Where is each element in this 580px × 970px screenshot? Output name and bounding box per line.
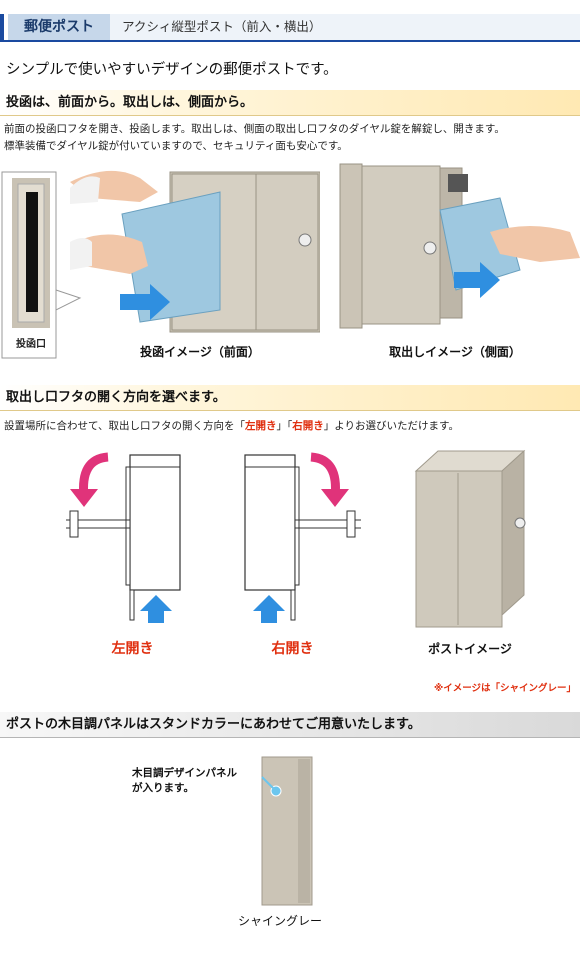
section1-text-line2: 標準装備でダイヤル錠が付いていますので、セキュリティ面も安心です。 bbox=[4, 140, 348, 152]
caption-front-insert: 投函イメージ（前面） bbox=[140, 345, 260, 359]
section2-text-prefix: 設置場所に合わせて、取出し口フタの開く方向を「 bbox=[4, 420, 245, 432]
section2-text: 設置場所に合わせて、取出し口フタの開く方向を「左開き」「右開き」よりお選びいただ… bbox=[4, 418, 459, 435]
insert-slot-detail-image bbox=[1, 171, 82, 359]
section-title-insert-retrieve: 投函は、前面から。取出しは、側面から。 bbox=[0, 90, 580, 116]
left-open-diagram bbox=[66, 452, 181, 623]
panel-note: 木目調デザインパネル が入ります。 bbox=[132, 766, 237, 796]
slot-label: 投函口 bbox=[16, 339, 46, 350]
section2-text-right-open: 右開き bbox=[292, 420, 324, 432]
section2-text-suffix: 」よりお選びいただけます。 bbox=[323, 420, 459, 432]
lead-text: シンプルで使いやすいデザインの郵便ポストです。 bbox=[6, 62, 338, 78]
category-tab: 郵便ポスト bbox=[8, 14, 110, 40]
front-insert-image bbox=[70, 170, 320, 333]
wood-panel-image bbox=[261, 756, 313, 906]
section-title-open-direction: 取出し口フタの開く方向を選べます。 bbox=[0, 385, 580, 411]
section1-text-line1: 前面の投函口フタを開き、投函します。取出しは、側面の取出し口フタのダイヤル錠を解… bbox=[4, 123, 505, 135]
caption-side-retrieve: 取出しイメージ（側面） bbox=[389, 345, 521, 359]
product-title: アクシィ縦型ポスト（前入・横出） bbox=[110, 14, 580, 40]
side-retrieve-image bbox=[339, 163, 580, 329]
header-accent-bar bbox=[0, 14, 4, 40]
right-open-diagram bbox=[244, 452, 361, 623]
post-product-image bbox=[414, 449, 526, 628]
label-right-open: 右開き bbox=[271, 641, 314, 657]
panel-note-line1: 木目調デザインパネル bbox=[132, 767, 237, 779]
section2-text-mid: 」「 bbox=[276, 420, 293, 432]
section-title-wood-panel: ポストの木目調パネルはスタンドカラーにあわせてご用意いたします。 bbox=[0, 712, 580, 738]
header-divider bbox=[0, 40, 580, 42]
caption-shine-gray: シャイングレー bbox=[237, 914, 322, 928]
label-left-open: 左開き bbox=[111, 641, 154, 657]
panel-note-line2: が入ります。 bbox=[132, 782, 194, 794]
section2-text-left-open: 左開き bbox=[244, 420, 277, 432]
caption-post-image: ポストイメージ bbox=[428, 642, 512, 656]
color-note: ※イメージは「シャイングレー」 bbox=[433, 683, 576, 694]
